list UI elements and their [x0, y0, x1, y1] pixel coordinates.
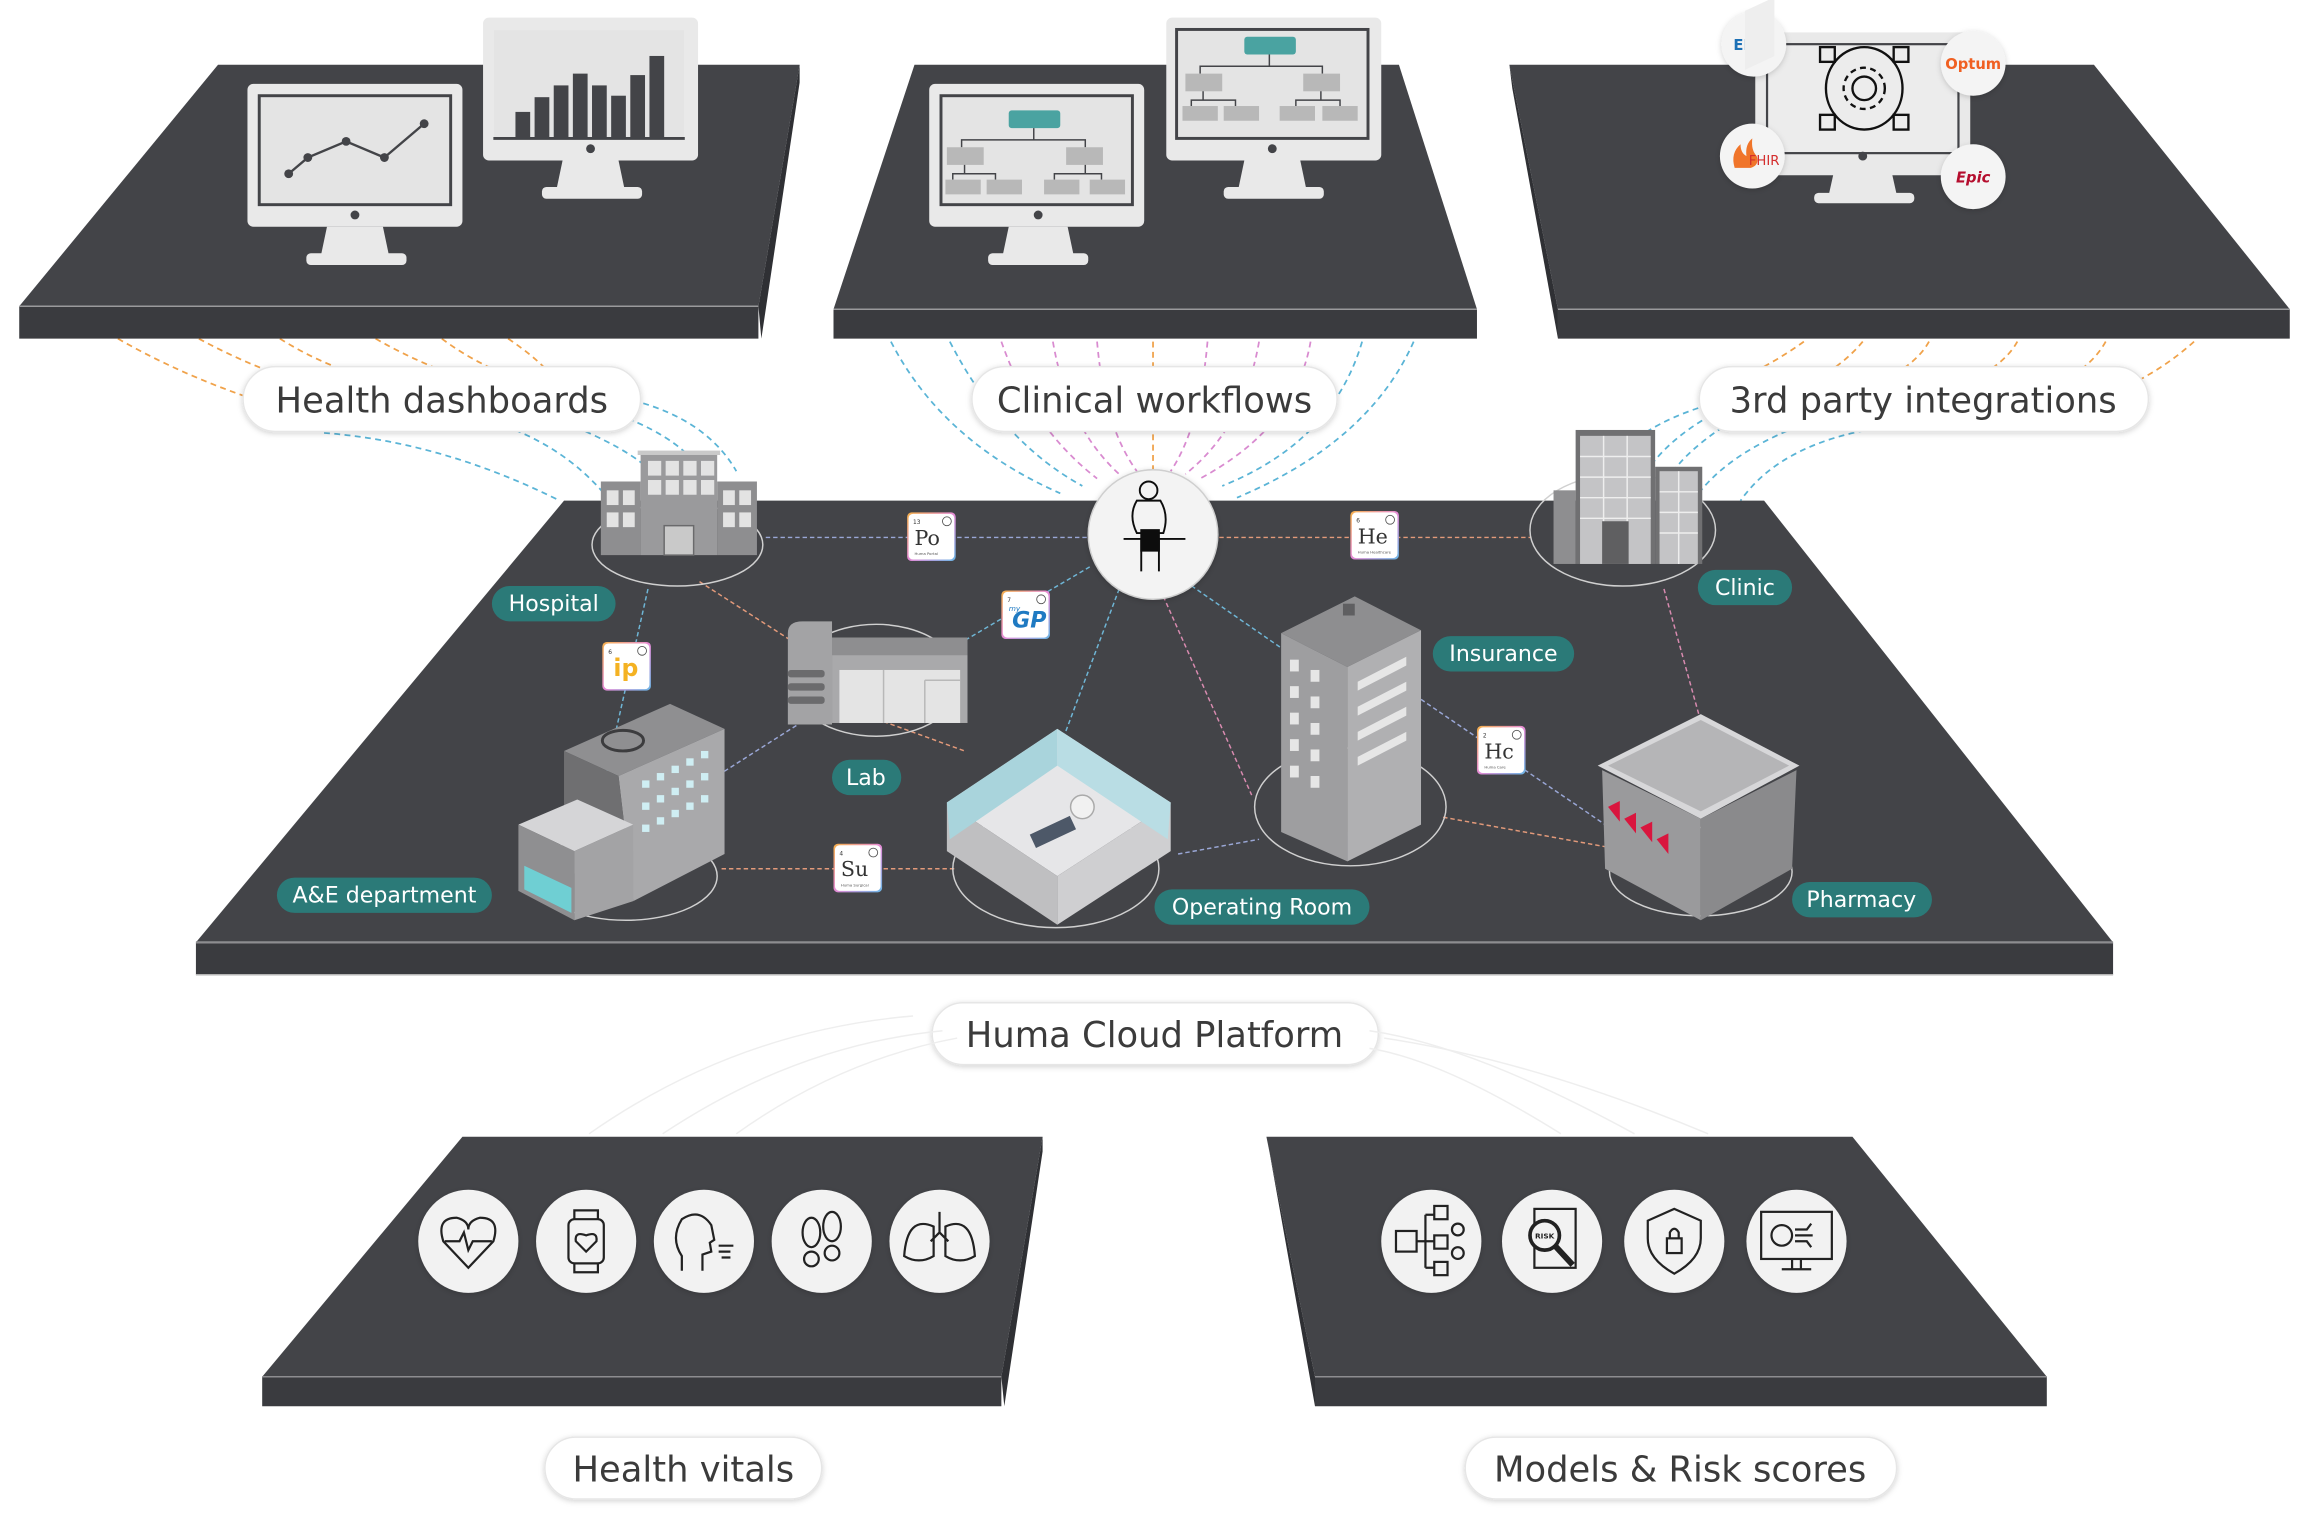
svg-text:Pharmacy: Pharmacy: [1806, 888, 1916, 913]
pharmacy-building-icon: [1597, 0, 1800, 921]
pill-health-vitals: Health vitals: [544, 1436, 823, 1500]
tile-symbol: He: [1358, 524, 1388, 548]
label-clinic: Clinic: [1697, 569, 1793, 606]
pill-models-risk: Models & Risk scores: [1464, 1436, 1898, 1500]
risk-text: RISK: [1535, 1231, 1555, 1240]
tile-number: 13: [913, 520, 921, 526]
platform-models-risk: RISK: [1266, 1136, 2047, 1407]
user-node: [1087, 468, 1219, 601]
vitals-icons: [418, 1189, 990, 1293]
label-pharmacy: Pharmacy: [1792, 882, 1932, 918]
tile-name: Huma Portal: [914, 551, 938, 556]
clinic-building-icon: [1553, 429, 1703, 564]
label-hospital: Hospital: [491, 586, 616, 622]
pill-label: Models & Risk scores: [1494, 1449, 1866, 1490]
lungs-icon: [889, 1189, 990, 1293]
huma-logo-icon: [1036, 594, 1046, 605]
hospital-building-icon: [600, 450, 757, 556]
heart-rate-icon: [418, 1189, 519, 1293]
ai-monitor-icon: [1746, 1189, 1847, 1293]
svg-text:Lab: Lab: [846, 766, 886, 791]
pill-health-dashboards: Health dashboards: [242, 365, 642, 433]
huma-logo-icon: [942, 516, 952, 527]
svg-text:Hospital: Hospital: [509, 592, 599, 617]
huma-logo-icon: [1385, 514, 1395, 525]
tile-number: 6: [1356, 519, 1360, 525]
pill-label: Health dashboards: [276, 380, 609, 421]
badge-optum: Optum: [1940, 30, 2006, 96]
label-lab: Lab: [832, 759, 902, 796]
tile-number: 6: [608, 650, 612, 656]
element-tile-ip: 6ip: [602, 641, 651, 691]
tile-number: 7: [1007, 598, 1011, 604]
tile-name: Huma Healthcare: [1358, 550, 1392, 555]
breathing-icon: [653, 1189, 754, 1293]
risk-search-icon: RISK: [1502, 1189, 1603, 1293]
faint-lines: [588, 1015, 1709, 1135]
security-shield-icon: [1624, 1189, 1725, 1293]
svg-text:A&E department: A&E department: [292, 884, 476, 909]
pill-label: 3rd party integrations: [1730, 380, 2117, 421]
tile-symbol: Po: [914, 526, 939, 550]
svg-text:Clinic: Clinic: [1715, 576, 1775, 601]
integration-hub-icon: [1818, 45, 1910, 131]
model-icons: RISK: [1381, 1189, 1847, 1293]
tile-number: 4: [839, 852, 843, 858]
tile-number: 2: [1483, 734, 1487, 740]
svg-text:Insurance: Insurance: [1449, 642, 1557, 667]
platform-health-dashboards: [19, 17, 800, 339]
monitor-workflow-left: [929, 83, 1145, 266]
insurance-building-icon: [1281, 596, 1422, 862]
pill-label: Huma Cloud Platform: [966, 1015, 1343, 1056]
platform-clinical-workflows: [833, 17, 1477, 339]
label-ae-department: A&E department: [276, 877, 492, 913]
huma-logo-icon: [637, 645, 647, 656]
person-sitting-icon: [1123, 480, 1186, 572]
fhir-logo: FHIR: [1749, 154, 1780, 169]
lab-building-icon: [787, 621, 968, 725]
badge-fhir: FHIR: [1719, 123, 1785, 189]
huma-logo-icon: [868, 847, 879, 858]
monitor-line-chart: [247, 83, 463, 266]
label-operating-room: Operating Room: [1154, 889, 1370, 925]
pill-label: Health vitals: [572, 1449, 794, 1490]
code-workflow-icon: [1381, 1189, 1482, 1293]
operating-room-icon: [946, 728, 1171, 925]
monitor-workflow-right: [1166, 17, 1382, 199]
tile-symbol: GP: [1012, 608, 1046, 633]
fhir-flame-icon: [1733, 138, 1758, 168]
badge-epic: Epic: [1940, 144, 2006, 210]
tile-name: Huma Care: [1484, 765, 1506, 770]
svg-text:Operating Room: Operating Room: [1172, 895, 1352, 920]
huma-logo-icon: [1511, 729, 1522, 740]
tile-symbol: Su: [841, 857, 868, 881]
label-insurance: Insurance: [1432, 636, 1575, 672]
pill-third-party: 3rd party integrations: [1698, 365, 2150, 433]
tile-prefix: my: [1009, 604, 1021, 613]
tile-symbol: Hc: [1484, 739, 1514, 763]
epic-logo: Epic: [1956, 170, 1991, 187]
platform-third-party: EMIS Optum FHIR Epic: [1509, 11, 2290, 339]
ae-building-icon: [518, 703, 725, 921]
tile-symbol: ip: [613, 654, 638, 682]
tile-name: Huma Surgical: [841, 882, 869, 887]
location-labels: Hospital Clinic Insurance Lab A&E depart…: [276, 569, 1932, 925]
monitor-integrations: [1755, 32, 1971, 204]
platform-health-vitals: [262, 1136, 1043, 1407]
pill-clinical-workflows: Clinical workflows: [971, 365, 1338, 433]
optum-logo: Optum: [1945, 56, 2001, 73]
pill-label: Clinical workflows: [997, 380, 1312, 421]
pill-huma-cloud-platform: Huma Cloud Platform: [931, 1002, 1380, 1066]
smartwatch-icon: [536, 1189, 637, 1293]
footsteps-icon: [771, 1189, 872, 1293]
monitor-bar-chart: [483, 17, 699, 199]
